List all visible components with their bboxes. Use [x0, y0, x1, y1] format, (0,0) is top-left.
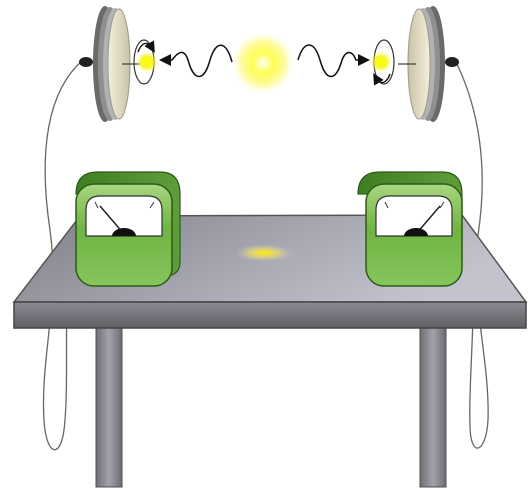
focus-glow-right: [370, 51, 392, 73]
wave-right: [298, 45, 364, 77]
meter-right: [358, 172, 462, 286]
table-leg-right: [420, 325, 446, 487]
light-source: [233, 33, 293, 93]
dish-right: [370, 6, 459, 122]
table-leg-left: [96, 325, 122, 487]
table-edge: [14, 302, 526, 328]
light-spot: [234, 244, 294, 262]
dish-left: [79, 6, 158, 122]
meter-left: [76, 172, 180, 286]
wave-left: [165, 45, 232, 76]
focus-glow-left: [136, 51, 158, 73]
